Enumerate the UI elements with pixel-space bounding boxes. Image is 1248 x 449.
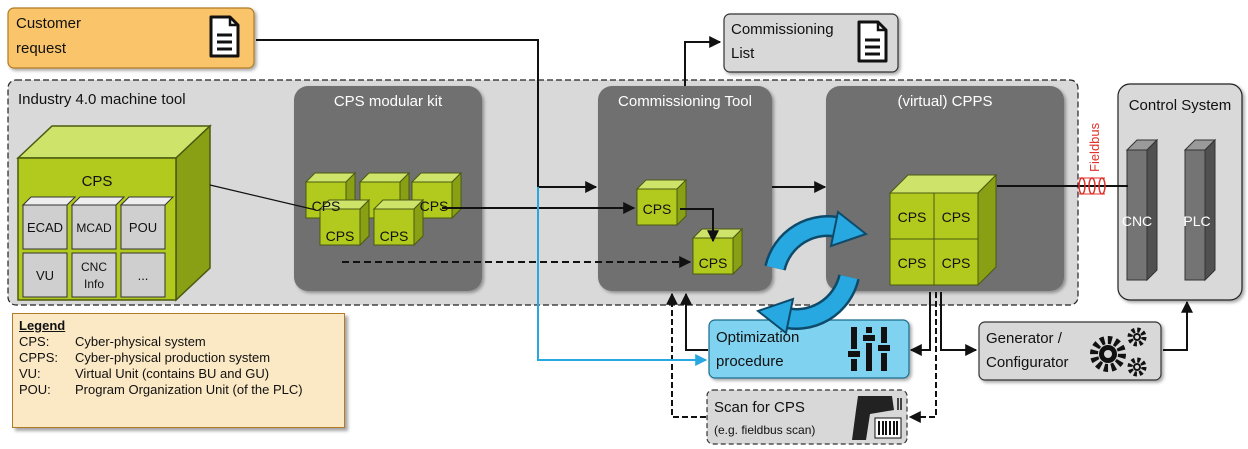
legend-key: CPPS: <box>19 350 59 365</box>
sliders-icon <box>846 327 892 371</box>
kit-cps-1: CPS <box>312 198 341 214</box>
machine-tool-region <box>7 79 1079 306</box>
cpps-cps-3: CPS <box>898 255 927 271</box>
plc-label: PLC <box>1183 213 1210 229</box>
customer-to-optimization-line <box>537 187 708 366</box>
fieldbus-connector: Fieldbus <box>1078 122 1106 195</box>
cnc-unit: CNC <box>1122 139 1158 281</box>
scan-box: Scan for CPS (e.g. fieldbus scan) <box>706 389 908 445</box>
part-vu: VU <box>36 268 54 283</box>
generator-box: Generator / Configurator <box>978 321 1162 381</box>
optimization-box: Optimization procedure <box>708 319 910 379</box>
commissioning-cubes: CPS CPS <box>636 179 743 275</box>
tool-cps-1: CPS <box>643 201 672 217</box>
document-icon <box>857 20 888 63</box>
fieldbus-label: Fieldbus <box>1087 122 1102 172</box>
commissioning-list-box: Commissioning List <box>723 13 899 73</box>
customer-request-line-1: Customer <box>16 15 81 32</box>
part-more: ... <box>138 268 149 283</box>
legend-row: POU: Program Organization Unit (of the P… <box>19 382 338 398</box>
cpps-cps-4: CPS <box>942 255 971 271</box>
generator-line-1: Generator / <box>986 330 1063 347</box>
refresh-cycle-icon <box>755 210 869 335</box>
legend-row: CPPS: Cyber-physical production system <box>19 350 338 366</box>
part-ecad: ECAD <box>27 220 63 235</box>
legend-value: Cyber-physical system <box>75 334 206 349</box>
part-pou: POU <box>129 220 157 235</box>
legend-row: VU: Virtual Unit (contains BU and GU) <box>19 366 338 382</box>
cpps-cps-1: CPS <box>898 209 927 225</box>
generator-line-2: Configurator <box>986 354 1069 371</box>
cpps-label: (virtual) CPPS <box>897 93 992 110</box>
gears-icon <box>1090 327 1147 377</box>
legend: Legend CPS: Cyber-physical system CPPS: … <box>12 313 345 428</box>
legend-value: Program Organization Unit (of the PLC) <box>75 382 303 397</box>
kit-cps-4: CPS <box>326 228 355 244</box>
commissioning-list-line-2: List <box>731 45 755 62</box>
kit-cps-3: CPS <box>420 198 449 214</box>
modular-kit-label: CPS modular kit <box>334 93 443 110</box>
kit-cps-5: CPS <box>380 228 409 244</box>
scan-line-2: (e.g. fieldbus scan) <box>714 423 815 437</box>
cps-overview-cube: CPS ECAD MCAD POU VU CNC Info ... <box>16 124 212 302</box>
cps-cube-title: CPS <box>82 173 113 190</box>
cpps-cube-stack: CPS CPS CPS CPS <box>888 173 998 287</box>
optimization-line-1: Optimization <box>716 329 799 346</box>
control-system-label: Control System <box>1129 97 1232 114</box>
modular-kit-cubes: CPS CPS CPS CPS <box>305 172 462 246</box>
customer-request-line-2: request <box>16 40 67 57</box>
legend-key: VU: <box>19 366 41 381</box>
part-cnc: CNC <box>81 260 107 274</box>
barcode-scanner-icon <box>852 396 902 440</box>
cpps-cps-2: CPS <box>942 209 971 225</box>
commissioning-list-line-1: Commissioning <box>731 21 834 38</box>
legend-value: Virtual Unit (contains BU and GU) <box>75 366 270 381</box>
commissioning-tool-label: Commissioning Tool <box>618 93 752 110</box>
legend-key: POU: <box>19 382 51 397</box>
legend-value: Cyber-physical production system <box>75 350 271 365</box>
connectors <box>209 36 1193 423</box>
machine-tool-label: Industry 4.0 machine tool <box>18 91 186 108</box>
scan-line-1: Scan for CPS <box>714 399 805 416</box>
legend-row: CPS: Cyber-physical system <box>19 334 338 350</box>
tool-cps-2: CPS <box>699 255 728 271</box>
legend-key: CPS: <box>19 334 50 349</box>
part-info: Info <box>84 277 104 291</box>
legend-title: Legend <box>19 318 66 333</box>
customer-request-box: Customer request <box>7 7 255 69</box>
cnc-label: CNC <box>1122 213 1152 229</box>
document-icon <box>209 15 240 58</box>
plc-unit: PLC <box>1183 139 1216 281</box>
part-mcad: MCAD <box>76 221 112 235</box>
optimization-line-2: procedure <box>716 353 784 370</box>
